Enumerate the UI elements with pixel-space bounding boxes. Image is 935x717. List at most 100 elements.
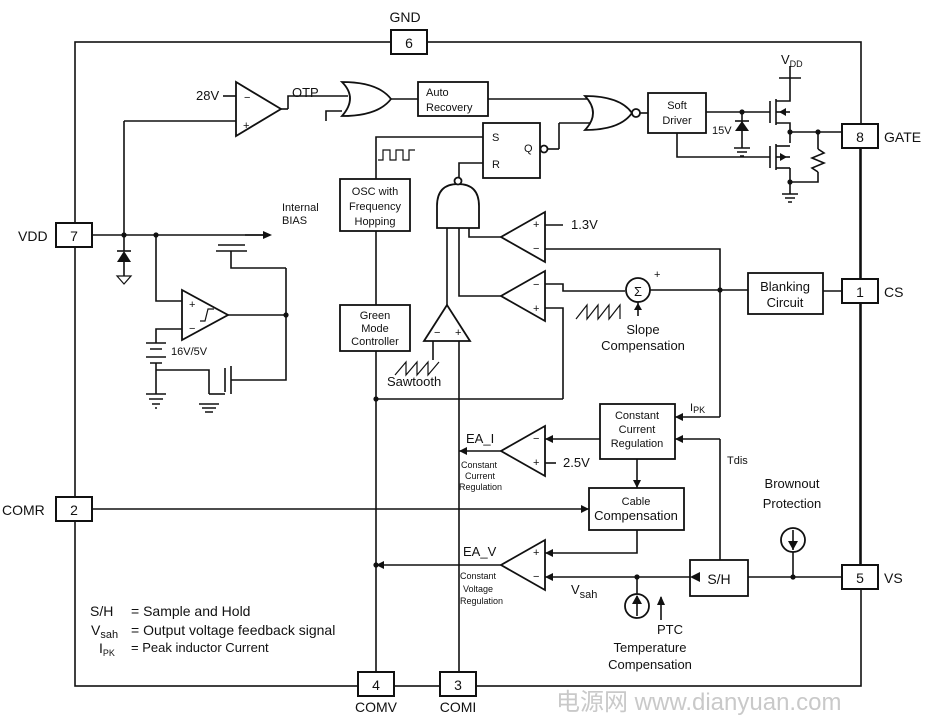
svg-text:VDD: VDD [18,228,48,244]
legend-text-1: = Sample and Hold [131,603,250,619]
label-ea-v-sub-3: Regulation [460,596,503,606]
svg-text:5: 5 [856,570,864,586]
ea-i-amplifier: − + [499,424,546,478]
svg-text:Recovery: Recovery [426,102,473,114]
label-2-5v: 2.5V [563,455,590,470]
label-tdis: Tdis [727,455,748,467]
svg-text:4: 4 [372,677,380,693]
sawtooth-amp: − + [422,303,472,342]
nor-gate [582,95,634,131]
label-ea-i: EA_I [466,431,494,446]
pwm-comparator: − + [499,269,546,323]
svg-text:COMI: COMI [440,699,477,715]
label-brownout: Brownout [765,476,820,491]
svg-text:6: 6 [405,35,413,51]
svg-text:+: + [189,299,195,311]
svg-text:R: R [492,159,500,171]
svg-text:1: 1 [856,284,864,300]
label-vdd: VDD [781,52,803,69]
label-internal-bias: Internal [282,202,319,214]
svg-text:Regulation: Regulation [611,438,664,450]
brownout-current-source [780,527,806,553]
svg-text:Auto: Auto [426,87,449,99]
svg-text:−: − [533,571,539,583]
svg-text:+: + [533,303,539,315]
svg-text:OSC with: OSC with [352,186,398,198]
legend: S/H = Sample and Hold Vsah = Output volt… [90,603,335,658]
svg-text:−: − [434,327,440,339]
nmos-transistor [769,144,790,170]
svg-text:Q: Q [524,143,533,155]
slope-waveform [575,303,621,321]
otp-comparator: − + [235,80,283,138]
svg-text:Compensation: Compensation [594,508,678,523]
svg-text:Blanking: Blanking [760,279,810,294]
legend-key-1: S/H [90,603,113,619]
label-otp: OTP [292,85,319,100]
label-temp-comp-2: Compensation [608,657,692,672]
label-ea-i-sub-3: Regulation [459,482,502,492]
svg-text:COMR: COMR [2,502,45,518]
legend-key-3: IPK [99,640,115,658]
svg-text:S/H: S/H [707,571,730,587]
svg-text:−: − [533,243,539,255]
label-ea-i-sub-1: Constant [461,460,498,470]
label-1-3v: 1.3V [571,217,598,232]
zener-15v [735,120,749,131]
legend-text-2: = Output voltage feedback signal [131,622,335,638]
svg-text:7: 7 [70,228,78,244]
label-slope-comp-2: Compensation [601,338,685,353]
bias-transistor [216,244,286,269]
legend-text-3: = Peak inductor Current [131,640,269,655]
constant-current-reg-block: Constant Current Regulation [599,403,676,460]
blanking-circuit: Blanking Circuit [747,272,824,315]
ea-v-amplifier: + − [499,538,546,592]
svg-text:Σ: Σ [634,284,642,299]
label-ea-v-sub-2: Voltage [463,584,493,594]
label-vsah: Vsah [571,582,597,601]
pin-2-comr: 2 COMR [2,496,93,522]
svg-text:−: − [533,433,539,445]
svg-text:COMV: COMV [355,699,398,715]
svg-text:+: + [654,269,660,281]
vdd-zener [117,250,131,262]
svg-text:Constant: Constant [615,410,659,422]
label-brownout-2: Protection [763,496,822,511]
label-15v: 15V [712,125,732,137]
label-28v: 28V [196,88,219,103]
label-ptc: PTC [657,622,683,637]
soft-driver-block: Soft Driver [647,92,707,134]
legend-key-2: Vsah [91,622,118,641]
pin-6-gnd: 6 GND [389,9,428,55]
pin-4-comv: 4 COMV [355,671,398,715]
resistor [809,148,827,173]
label-uvlo: 16V/5V [171,346,208,358]
svg-text:VS: VS [884,570,903,586]
label-temp-comp: Temperature [614,640,687,655]
svg-text:GATE: GATE [884,129,921,145]
svg-text:Soft: Soft [667,100,687,112]
svg-text:Frequency: Frequency [349,201,401,213]
svg-text:+: + [455,327,461,339]
summing-junction: Σ + [625,269,660,303]
svg-text:+: + [533,547,539,559]
nand-gate [436,183,480,229]
svg-text:Driver: Driver [662,115,692,127]
pin-3-comi: 3 COMI [439,671,477,715]
label-internal-bias-2: BIAS [282,215,307,227]
svg-text:CS: CS [884,284,903,300]
label-sawtooth: Sawtooth [387,374,441,389]
label-ea-v-sub-1: Constant [460,571,497,581]
svg-text:Hopping: Hopping [355,216,396,228]
label-ea-i-sub-2: Current [465,471,496,481]
svg-text:Cable: Cable [622,496,651,508]
svg-text:−: − [244,92,250,104]
pin-5-vs: 5 VS [841,564,903,590]
clock-waveform [378,149,415,161]
cable-compensation-block: Cable Compensation [588,487,685,531]
svg-text:+: + [533,219,539,231]
pin-8-gate: 8 GATE [841,123,921,149]
label-ipk: IPK [690,402,705,415]
svg-text:3: 3 [454,677,462,693]
sr-latch: S R Q [482,122,541,179]
